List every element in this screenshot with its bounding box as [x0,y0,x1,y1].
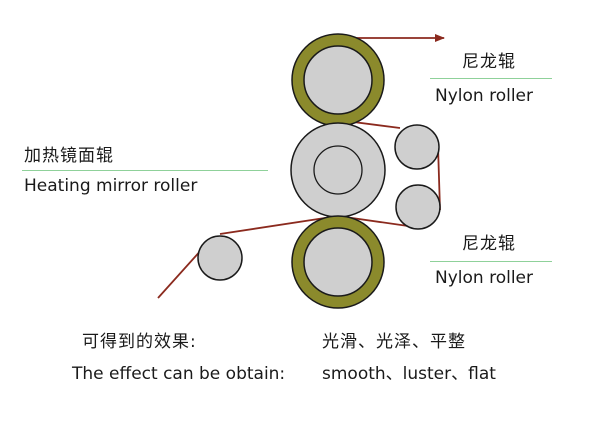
bottom-nylon-roller [291,215,385,309]
heating-mirror-roller [290,122,386,218]
top-nylon-roller [291,33,385,127]
bottom-nylon-label-cn: 尼龙辊 [462,234,516,254]
heating-label-en: Heating mirror roller [24,176,198,196]
guide-roller-upper-right [394,124,440,170]
bottom-nylon-rule [430,261,552,262]
effect-value-en: smooth、luster、flat [322,364,496,384]
effect-label-cn: 可得到的效果: [82,332,197,352]
top-nylon-rule [430,78,552,79]
top-nylon-label-cn: 尼龙辊 [462,52,516,72]
effect-value-cn: 光滑、光泽、平整 [322,332,466,352]
bottom-nylon-label-en: Nylon roller [435,268,533,288]
heating-label-cn: 加热镜面辊 [24,146,114,166]
film-path-to-bottom-roller [219,215,339,235]
effect-label-en: The effect can be obtain: [72,364,286,384]
guide-roller-lower-right [395,184,441,230]
heating-rule [22,170,268,171]
film-path-right-vertical [437,145,441,211]
guide-roller-left [197,235,243,281]
top-nylon-label-en: Nylon roller [435,86,533,106]
